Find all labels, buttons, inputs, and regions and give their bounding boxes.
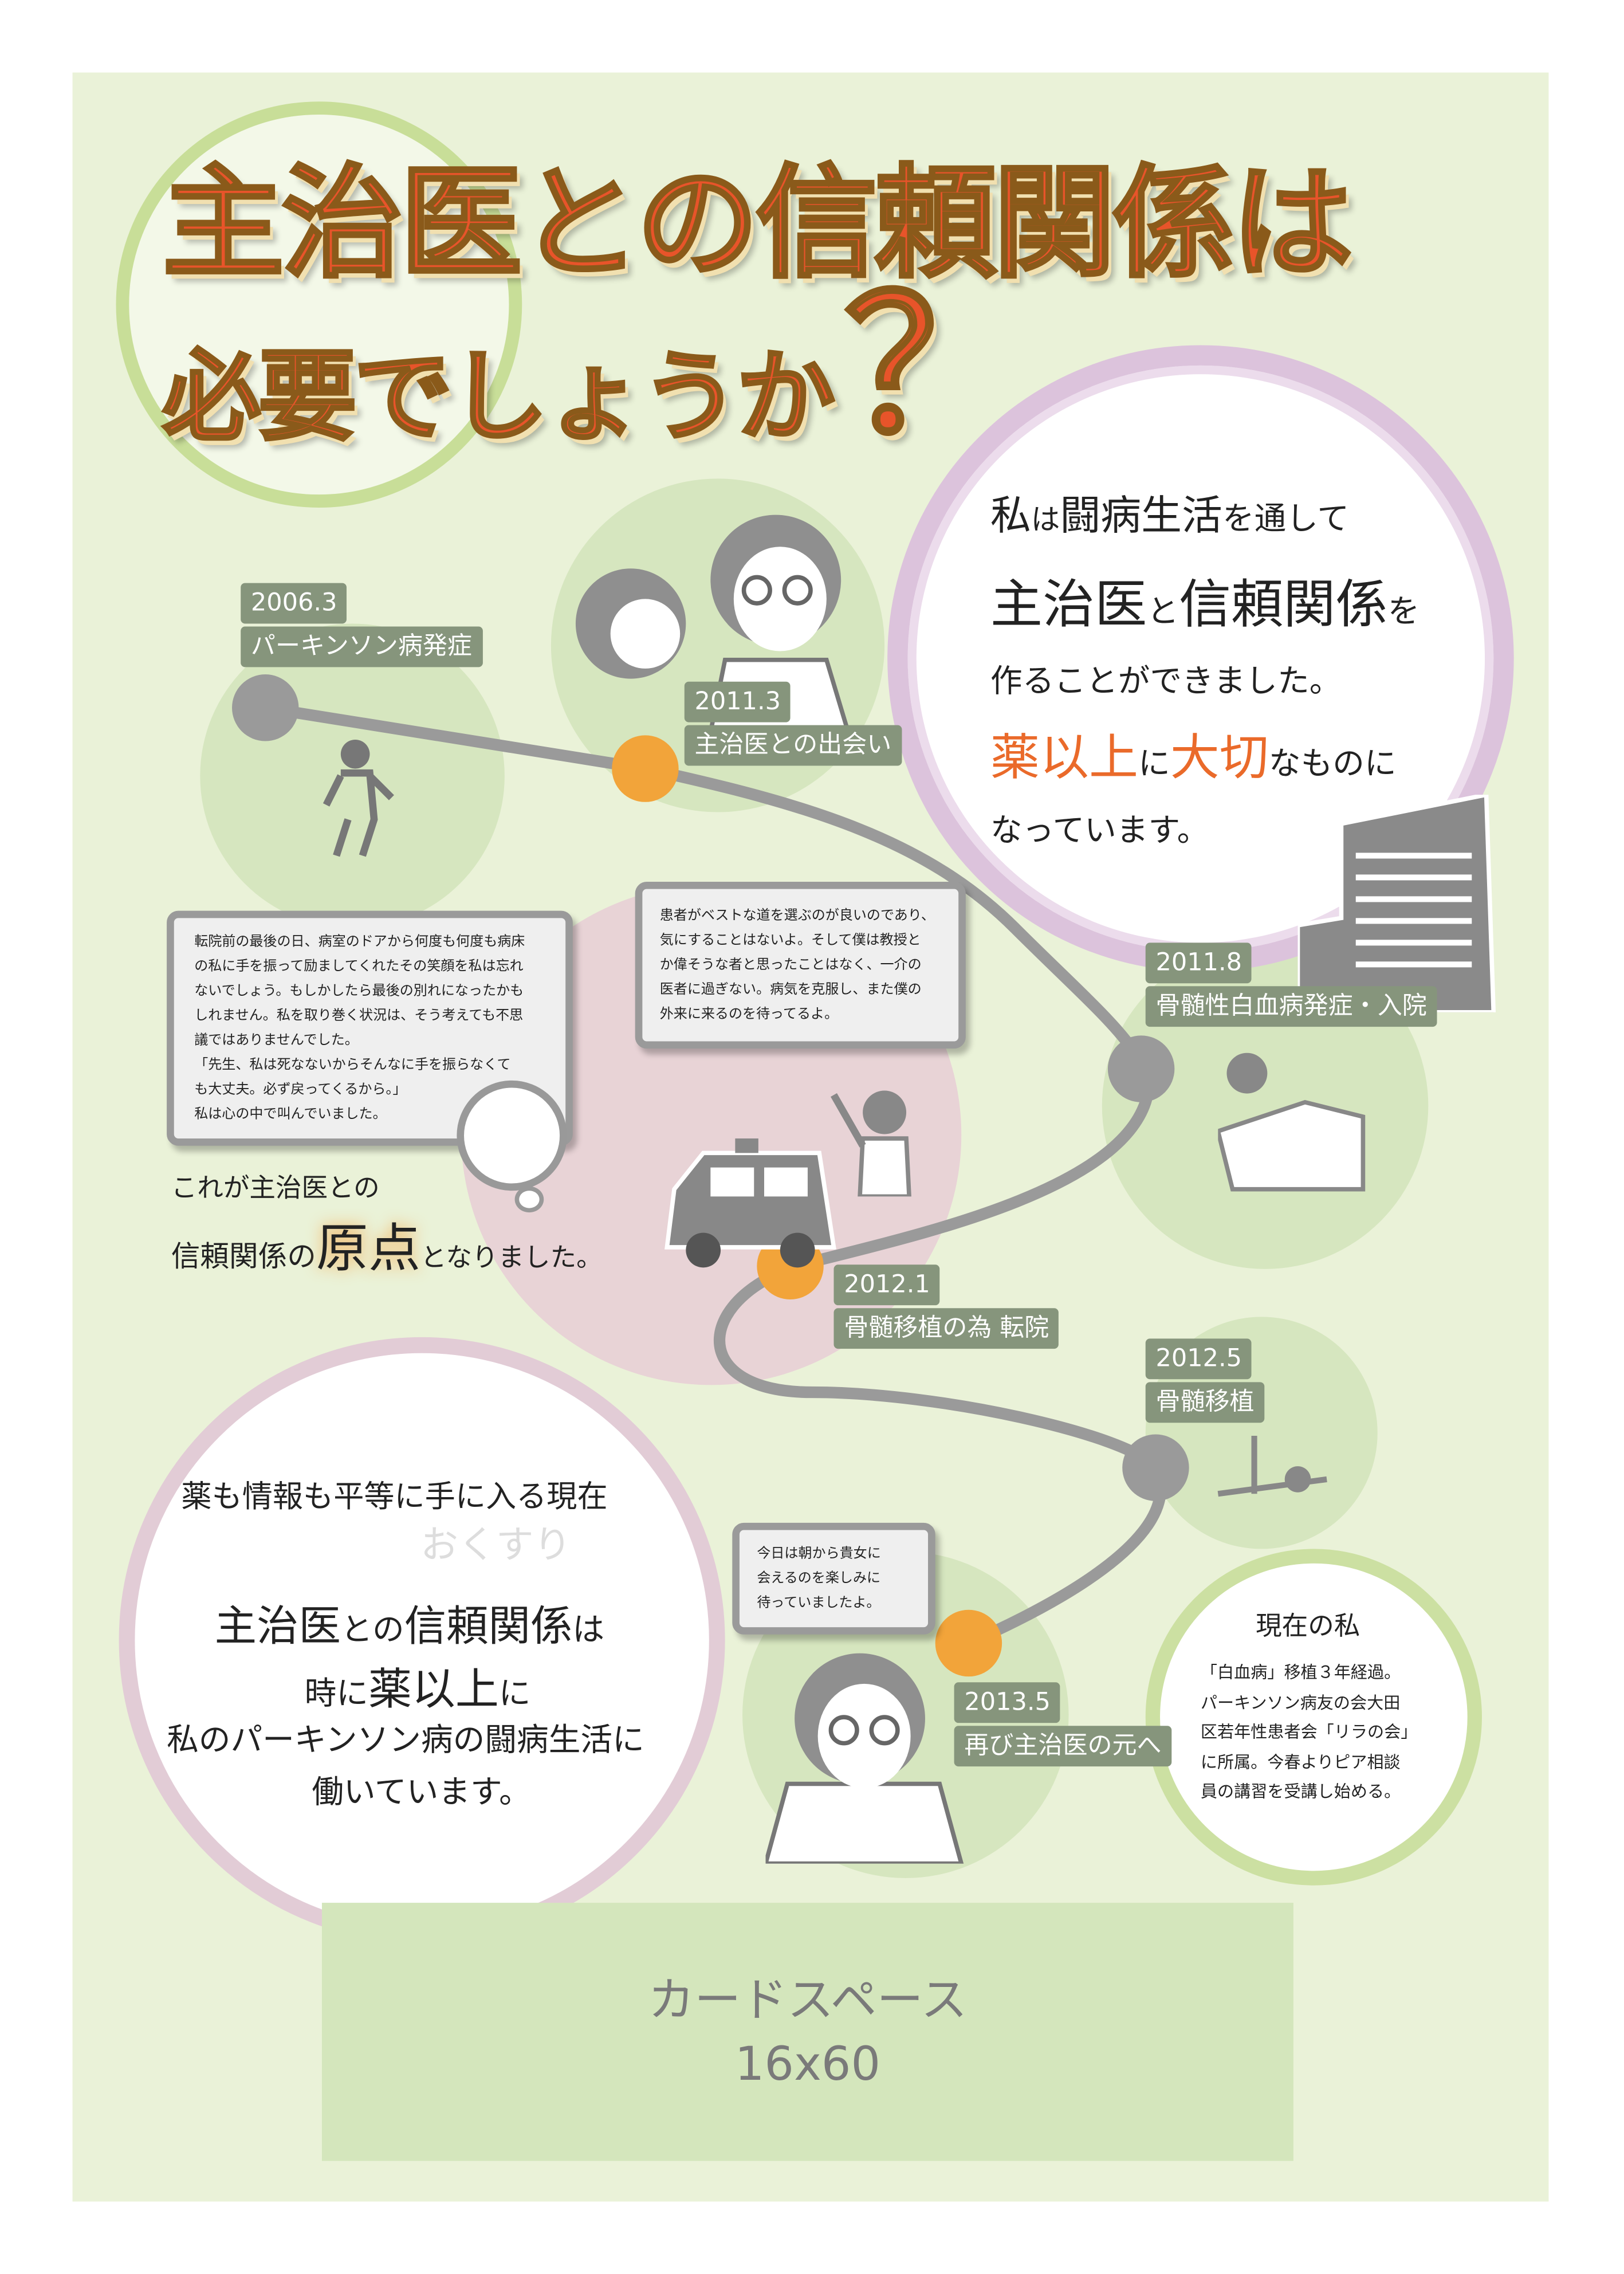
summary-line5: 働いています。: [312, 1775, 531, 1812]
summary-line1: 薬も情報も平等に手に入る現在: [181, 1479, 608, 1514]
current-line: 「白血病」移植３年経過。: [1200, 1662, 1401, 1683]
transplant-patient-icon: [1217, 1435, 1327, 1497]
timeline-dot-gray: [1122, 1434, 1189, 1501]
summary-line4: 私のパーキンソン病の闘病生活に: [167, 1723, 644, 1759]
bubble-line: 今日は朝から貴女に: [757, 1546, 881, 1562]
bubble-line: しれません。私を取り巻く状況は、そう考えても不思: [194, 1008, 524, 1024]
current-line: に所属。今春よりピア相談: [1200, 1751, 1401, 1772]
timeline-date: 2006.3: [241, 583, 348, 624]
bubble-line: の私に手を振って励ましてくれたその笑顔を私は忘れ: [194, 959, 524, 975]
waving-doctor-icon: [831, 1090, 911, 1197]
thought-dot: [514, 1186, 544, 1213]
bubble-line: 待っていましたよ。: [757, 1595, 880, 1612]
current-line: 員の講習を受講し始める。: [1200, 1781, 1401, 1801]
title-line1: 主治医との信頼関係は: [161, 152, 1355, 294]
timeline-dot-gray: [1107, 1035, 1175, 1102]
bubble-line: 会えるのを楽しみに: [757, 1570, 881, 1587]
intro-line3: 作ることができました。: [990, 664, 1342, 701]
card-space-label: カードスペース: [648, 1972, 968, 2028]
current-line: パーキンソン病友の会大田: [1200, 1691, 1401, 1713]
bubble-line: 私は心の中で叫んでいました。: [194, 1106, 387, 1123]
hospital-building-icon: [1297, 795, 1496, 1012]
card-space: カードスペース 16x60: [321, 1903, 1293, 2161]
origin-line2: 信頼関係の原点となりました。: [171, 1219, 603, 1279]
intro-line4: 薬以上に大切なものに: [990, 729, 1397, 788]
timeline-dot-orange: [935, 1609, 1002, 1677]
bubble-line: ないでしょう。もしかしたら最後の別れになったかも: [194, 983, 524, 1000]
timeline-event: 骨髄性白血病発症・入院: [1145, 986, 1437, 1027]
hospital-bed-illustration: [1218, 1052, 1366, 1192]
card-space-size: 16x60: [734, 2036, 880, 2092]
medicine-illustration-text: おくすり: [420, 1524, 572, 1568]
timeline-date: 2012.5: [1145, 1338, 1252, 1380]
timeline-date: 2011.8: [1145, 942, 1252, 984]
bubble-line: 気にすることはないよ。そして僕は教授と: [659, 932, 921, 949]
reunion-speech-bubble: 今日は朝から貴女に会えるのを楽しみに待っていましたよ。: [732, 1522, 935, 1635]
timeline-date: 2013.5: [954, 1682, 1061, 1723]
timeline-date: 2011.3: [684, 681, 791, 722]
current-line: 区若年性患者会「リラの会」: [1200, 1721, 1418, 1742]
bubble-line: 患者がベストな道を選ぶのが良いのであり、: [659, 908, 935, 924]
timeline-event: 主治医との出会い: [684, 725, 902, 766]
timeline-event: 再び主治医の元へ: [954, 1726, 1172, 1767]
reunion-doctor-illustration: [765, 1653, 964, 1864]
timeline-date: 2012.1: [833, 1264, 941, 1306]
intro-line5: なっています。: [990, 814, 1209, 850]
bubble-line: か偉そうな者と思ったことはなく、一介の: [659, 957, 922, 973]
bubble-line: 議ではありませんでした。: [194, 1032, 359, 1049]
bubble-line: 転院前の最後の日、病室のドアから何度も何度も病床: [194, 934, 525, 951]
origin-line1: これが主治医との: [171, 1173, 380, 1204]
bubble-line: 「先生、私は死なないからそんなに手を振らなくて: [194, 1057, 511, 1074]
title-question-mark: ？: [843, 260, 1031, 476]
patient-avatar-icon: [457, 1080, 567, 1191]
intro-line1: 私は闘病生活を通して: [990, 492, 1350, 540]
current-heading: 現在の私: [1256, 1611, 1360, 1642]
timeline-dot-gray: [232, 674, 299, 741]
timeline-event: 骨髄移植の為 転院: [833, 1308, 1059, 1349]
summary-line3: 時に薬以上に: [304, 1664, 531, 1716]
timeline-event: パーキンソン病発症: [241, 626, 482, 667]
timeline-event: 骨髄移植: [1145, 1382, 1265, 1423]
bubble-line: 外来に来るのを待ってるよ。: [659, 1006, 839, 1023]
bubble-line: も大丈夫。必ず戻ってくるから。」: [194, 1082, 407, 1098]
timeline-dot-orange: [612, 735, 679, 802]
current-description: 「白血病」移植３年経過。パーキンソン病友の会大田区若年性患者会「リラの会」に所属…: [1201, 1658, 1417, 1806]
summary-line2: 主治医との信頼関係は: [214, 1601, 605, 1651]
tremor-patient-icon: [323, 739, 394, 857]
intro-line2: 主治医と信頼関係を: [990, 575, 1420, 635]
bubble-line: 医者に過ぎない。病気を克服し、また僕の: [659, 981, 922, 998]
title-line2: 必要でしょうか: [161, 340, 837, 455]
ambulance-icon: [664, 1138, 836, 1268]
doctor-speech-bubble: 患者がベストな道を選ぶのが良いのであり、気にすることはないよ。そして僕は教授とか…: [635, 882, 966, 1049]
